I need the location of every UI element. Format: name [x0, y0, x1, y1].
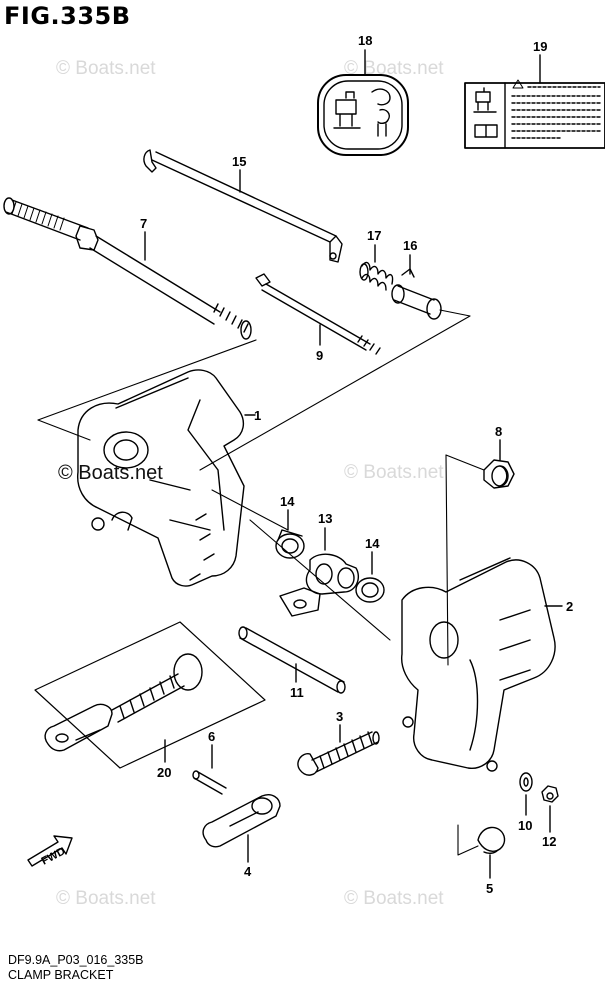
fwd-label: FWD [40, 845, 68, 867]
callout-label: 5 [486, 881, 493, 896]
callout-label: 2 [566, 599, 573, 614]
bushing-ring-part [275, 529, 305, 559]
cap-part [477, 826, 506, 855]
callout-label: 7 [140, 216, 147, 231]
rod-part [143, 149, 343, 263]
watermark: © Boats.net [56, 888, 156, 909]
small-pin-part [192, 770, 227, 795]
spring-part [359, 261, 394, 291]
washer-part [519, 772, 533, 792]
callout-label: 18 [358, 33, 372, 48]
watermark: © Boats.net [56, 58, 156, 79]
caution-label-part [464, 79, 605, 149]
callout-label: 1 [254, 408, 261, 423]
callout-label: 16 [403, 238, 417, 253]
pin-part [238, 626, 346, 694]
diagram-name: CLAMP BRACKET [8, 968, 114, 982]
clamp-bracket-left-part [77, 369, 245, 587]
callout-label: 13 [318, 511, 332, 526]
screw-part [297, 731, 380, 776]
watermark: © Boats.net [58, 462, 163, 484]
callout-label: 12 [542, 834, 556, 849]
callout-label: 15 [232, 154, 246, 169]
nut-part [483, 459, 515, 489]
callout-label: 19 [533, 39, 547, 54]
callout-label: 8 [495, 424, 502, 439]
callout-label: 20 [157, 765, 171, 780]
watermark: © Boats.net [344, 58, 444, 79]
callout-label: 14 [365, 536, 380, 551]
callout-label: 11 [290, 685, 304, 700]
figure-title: FIG.335B [4, 2, 131, 30]
bushing-ring-part [355, 577, 385, 603]
callout-label: 6 [208, 729, 215, 744]
callout-label: 14 [280, 494, 295, 509]
callout-label: 17 [367, 228, 381, 243]
callout-label: 3 [336, 709, 343, 724]
plate-part [279, 553, 360, 617]
bolt-part [255, 273, 381, 355]
small-nut-part [541, 785, 559, 803]
thumb-screw-part [202, 794, 281, 848]
watermark: © Boats.net [344, 462, 444, 483]
forward-direction-arrow [27, 835, 73, 867]
bushing-part [391, 268, 442, 320]
watermark: © Boats.net [344, 888, 444, 909]
clamp-bracket-right-part [401, 557, 556, 772]
callout-label: 9 [316, 348, 323, 363]
label-sticker-part [317, 74, 409, 156]
callout-label: 4 [244, 864, 252, 879]
diagram-code: DF9.9A_P03_016_335B [8, 953, 144, 967]
tube-part [3, 197, 252, 340]
callout-label: 10 [518, 818, 532, 833]
screw-assembly-box-part [34, 621, 266, 769]
